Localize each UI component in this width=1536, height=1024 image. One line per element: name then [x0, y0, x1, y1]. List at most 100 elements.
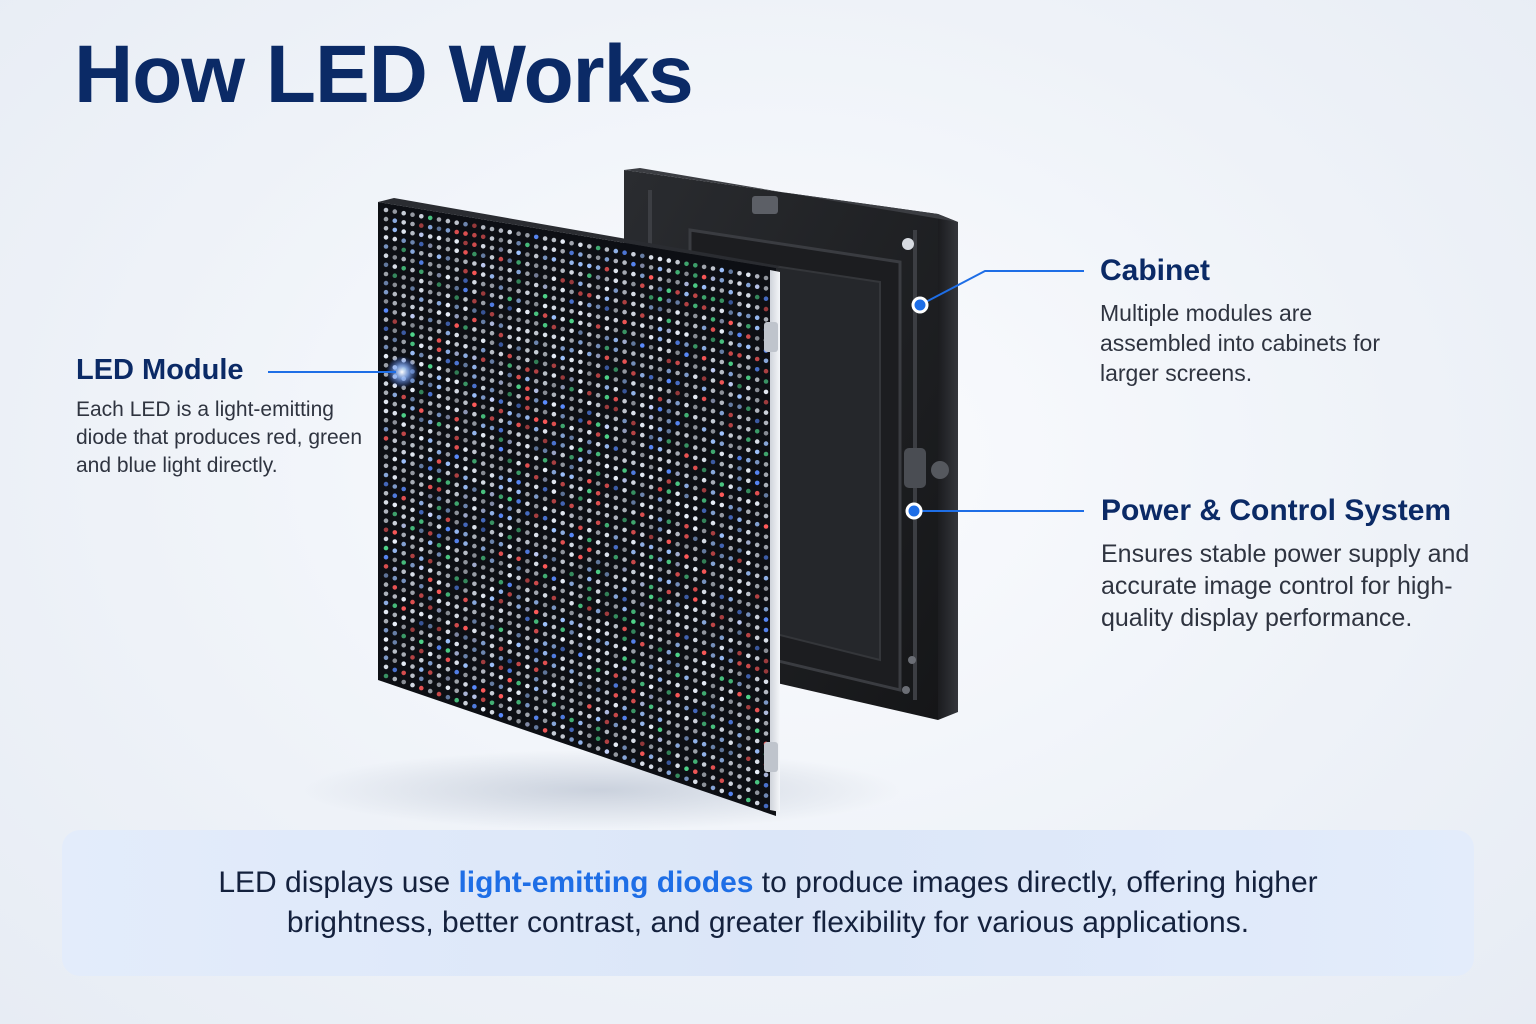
led-pixel: [480, 262, 486, 268]
led-pixel: [454, 697, 460, 703]
led-pixel: [401, 532, 407, 538]
led-pixel: [578, 701, 583, 706]
led-pixel: [542, 274, 548, 280]
led-pixel: [401, 661, 407, 666]
led-pixel: [569, 328, 574, 334]
led-pixel: [463, 691, 468, 697]
led-pixel: [383, 536, 389, 542]
led-pixel: [754, 552, 760, 558]
led-pixel: [392, 484, 398, 489]
led-pixel: [463, 531, 468, 537]
led-pixel: [383, 244, 389, 249]
led-pixel: [569, 289, 574, 295]
led-pixel: [419, 380, 424, 386]
led-pixel: [657, 517, 663, 522]
led-pixel: [657, 457, 663, 462]
led-pixel: [631, 569, 636, 575]
led-pixel: [560, 608, 565, 613]
led-pixel: [436, 524, 442, 529]
led-pixel: [754, 439, 760, 444]
led-pixel: [648, 404, 654, 410]
led-pixel: [693, 688, 698, 693]
led-pixel: [631, 361, 636, 366]
led-pixel: [392, 511, 398, 517]
led-pixel: [489, 293, 495, 298]
led-pixel: [533, 301, 539, 307]
led-pixel: [516, 556, 521, 562]
led-pixel: [463, 541, 468, 546]
led-pixel: [569, 503, 574, 509]
led-pixel: [410, 406, 415, 411]
led-pixel: [763, 648, 769, 653]
led-pixel: [480, 584, 486, 589]
led-pixel: [569, 425, 574, 431]
led-pixel: [737, 517, 742, 522]
led-pixel: [436, 663, 442, 669]
led-pixel: [737, 743, 742, 748]
led-pixel: [419, 611, 424, 617]
led-pixel: [640, 522, 645, 527]
led-pixel: [710, 500, 716, 506]
led-pixel: [445, 638, 451, 644]
led-pixel: [622, 587, 627, 592]
led-pixel: [675, 521, 680, 527]
led-pixel: [684, 584, 689, 590]
led-pixel: [728, 453, 733, 459]
led-pixel: [472, 421, 477, 426]
led-pixel: [631, 530, 636, 535]
led-pixel: [454, 267, 460, 272]
led-pixel: [436, 366, 442, 371]
led-pixel: [763, 275, 769, 281]
led-pixel: [701, 681, 707, 686]
led-pixel: [666, 328, 672, 334]
led-pixel: [392, 465, 398, 471]
led-pixel: [427, 438, 433, 443]
led-pixel: [401, 670, 407, 676]
led-pixel: [578, 720, 583, 726]
led-pixel: [693, 627, 698, 633]
led-pixel: [631, 341, 636, 346]
led-pixel: [569, 737, 574, 742]
led-pixel: [445, 676, 451, 681]
led-pixel: [666, 750, 672, 755]
led-pixel: [427, 503, 433, 508]
led-pixel: [701, 782, 707, 788]
led-pixel: [383, 637, 389, 642]
led-pixel: [533, 600, 539, 605]
led-pixel: [410, 212, 415, 217]
led-pixel: [516, 346, 521, 351]
led-pixel: [480, 244, 486, 249]
led-pixel: [551, 411, 557, 417]
led-pixel: [533, 350, 539, 355]
led-pixel: [401, 403, 407, 409]
led-pixel: [763, 607, 769, 612]
led-pixel: [410, 516, 415, 522]
led-pixel: [533, 523, 539, 528]
led-pixel: [604, 700, 610, 705]
led-pixel: [525, 434, 530, 440]
led-pixel: [666, 439, 672, 444]
led-pixel: [746, 478, 751, 484]
led-pixel: [684, 453, 689, 458]
led-pixel: [489, 634, 495, 639]
led-pixel: [480, 697, 486, 703]
led-pixel: [436, 394, 442, 399]
led-pixel: [710, 785, 716, 791]
led-pixel: [604, 503, 610, 508]
led-pixel: [410, 341, 415, 347]
led-pixel: [666, 348, 672, 354]
led-pixel: [489, 558, 495, 563]
led-pixel: [489, 245, 495, 251]
led-pixel: [401, 624, 407, 630]
led-pixel: [507, 706, 512, 712]
led-pixel: [516, 336, 521, 342]
led-pixel: [525, 386, 530, 392]
led-pixel: [754, 594, 760, 599]
led-pixel: [640, 592, 645, 597]
led-pixel: [551, 663, 557, 668]
led-pixel: [657, 316, 663, 322]
led-pixel: [507, 353, 512, 359]
led-pixel: [427, 558, 433, 564]
led-pixel: [507, 658, 512, 664]
led-pixel: [737, 650, 742, 656]
